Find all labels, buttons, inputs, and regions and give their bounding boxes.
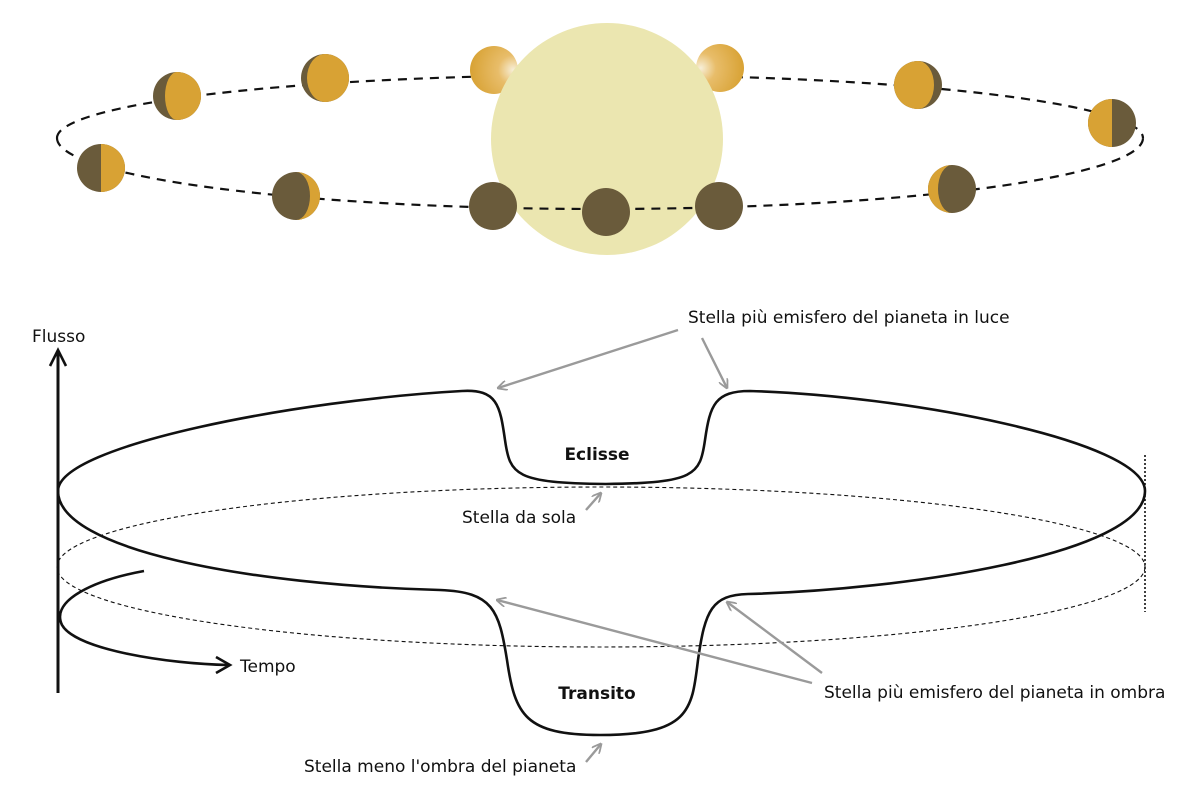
- annotation-star-minus-shadow: Stella meno l'ombra del pianeta: [304, 757, 576, 777]
- annotation-star-plus-dark-hemisphere: Stella più emisfero del pianeta in ombra: [824, 683, 1165, 703]
- pointer-dark-left: [497, 600, 813, 685]
- pointer-star-alone: [585, 493, 601, 511]
- planet-phase-transit: [582, 188, 630, 236]
- eclipse-label: Eclisse: [564, 445, 629, 465]
- transit-label: Transito: [558, 684, 635, 704]
- time-axis-arrow: [58, 569, 229, 667]
- planet-phase-waxing-gibbous-left: [153, 72, 201, 120]
- pointer-lit-right: [700, 337, 727, 388]
- planet-phase-waxing-gibbous: [301, 54, 349, 102]
- planet-phase-last-quarter: [77, 144, 125, 192]
- pointer-minus-shadow: [585, 744, 601, 763]
- pointer-lit-left: [498, 328, 679, 388]
- pointer-dark-right: [727, 602, 823, 674]
- planet-phase-post-eclipse: [696, 44, 744, 92]
- planet-phase-waning-crescent: [272, 172, 320, 220]
- time-axis-arrowhead: [215, 655, 233, 675]
- star-only-reference-ellipse: [56, 486, 1146, 648]
- star: [491, 23, 723, 255]
- orbit-illustration: [55, 23, 1145, 255]
- planet-phase-first-quarter: [1088, 99, 1136, 147]
- planet-phase-pre-transit: [469, 182, 517, 230]
- annotation-star-alone: Stella da sola: [462, 508, 576, 528]
- light-curve: [56, 389, 1147, 737]
- flux-axis-arrowhead: [48, 347, 68, 367]
- time-axis-label: Tempo: [239, 657, 296, 677]
- planet-phase-post-transit: [695, 182, 743, 230]
- annotations: Stella più emisfero del pianeta in luce …: [304, 308, 1165, 777]
- orbit-path-back: [55, 73, 1145, 139]
- axes: Flusso Tempo: [32, 327, 296, 693]
- planet-phase-waxing-crescent: [928, 165, 976, 213]
- planet-phase-waning-gibbous: [894, 61, 942, 109]
- flux-axis-label: Flusso: [32, 327, 85, 347]
- annotation-star-plus-lit-hemisphere: Stella più emisfero del pianeta in luce: [688, 308, 1010, 328]
